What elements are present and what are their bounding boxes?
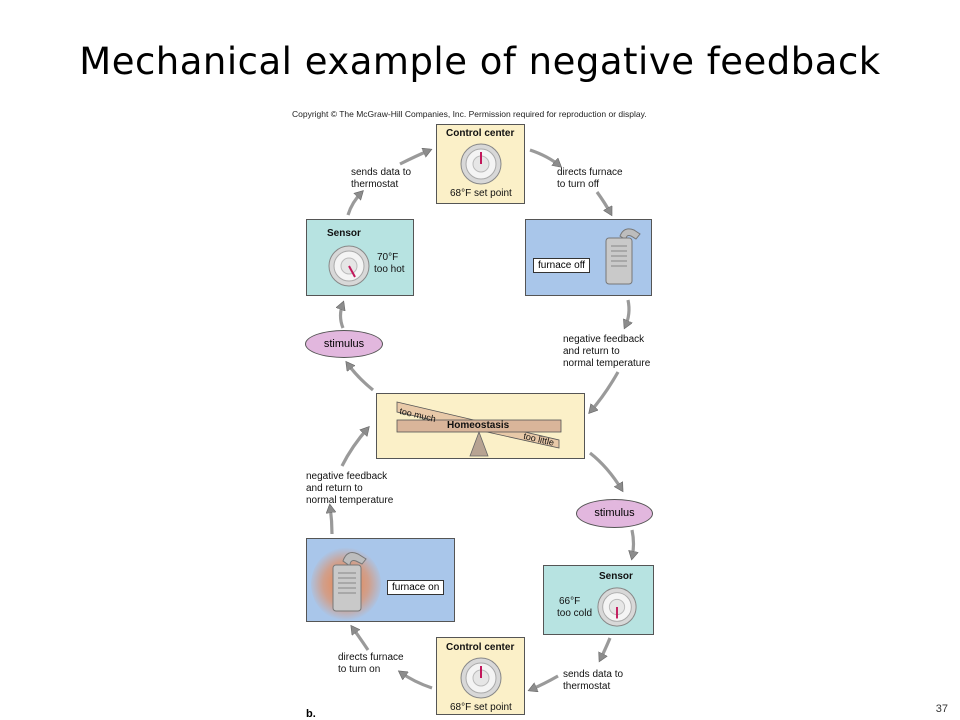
furnace-off-panel: furnace off [525,219,652,296]
arrow-sensor-to-control [346,192,362,216]
directs-on-1: directs furnace [338,652,404,663]
directs-on-2: to turn on [338,664,381,675]
thermostat-dial-icon [328,245,370,287]
neg-feedback-top-3: normal temperature [563,358,651,369]
neg-feedback-bottom-3: normal temperature [306,495,394,506]
sensor-bottom-reading: 66°F [559,596,581,607]
arrow-stimulus-to-sensor-bottom [632,529,634,558]
arrow-stimulus-to-sensor [341,303,344,329]
control-center-top: Control center 68°F set point [436,124,525,204]
figure-label: b. [306,708,316,720]
arrow-feedback-to-homeostasis [590,371,620,412]
directs-off-1: directs furnace [557,167,623,178]
sends-data-bottom-2: thermostat [563,681,611,692]
neg-feedback-bottom-1: negative feedback [306,471,388,482]
furnace-off-label: furnace off [533,258,591,273]
control-center-bottom: Control center 68°F set point [436,637,525,715]
sensor-top: Sensor 70°F too hot [306,219,414,296]
control-center-bottom-setpoint: 68°F set point [450,702,512,713]
homeostasis-panel: too much Homeostasis too little [376,393,585,459]
copyright-notice: Copyright © The McGraw-Hill Companies, I… [292,109,647,119]
homeostasis-label: Homeostasis [447,420,510,431]
sensor-bottom-title: Sensor [599,571,633,582]
arrow-directs-to-furnace-bottom [352,627,370,651]
sends-data-top-1: sends data to [351,167,412,178]
page-number: 37 [935,703,948,715]
directs-off-2: to turn off [557,179,600,190]
arrow-sends-to-control [399,150,430,166]
thermostat-dial-icon [597,587,637,627]
sensor-top-state: too hot [374,264,405,275]
sends-data-bottom-1: sends data to [563,669,624,680]
slide-title: Mechanical example of negative feedback [79,40,881,83]
control-center-bottom-title: Control center [446,642,515,653]
thermostat-dial-icon [460,143,502,185]
control-center-top-title: Control center [446,128,515,139]
homeostasis-balance [396,401,562,457]
furnace-icon [605,228,641,285]
sensor-top-title: Sensor [327,228,361,239]
stimulus-top: stimulus [305,330,383,358]
arrow-furnace-to-feedback [625,299,629,327]
neg-feedback-top-1: negative feedback [563,334,645,345]
neg-feedback-top-2: and return to [563,346,620,357]
arrow-sensor-to-sends [600,637,612,660]
thermostat-dial-icon [460,657,502,699]
control-center-top-setpoint: 68°F set point [450,188,512,199]
arrow-feedback-to-homeostasis-bottom [340,428,368,467]
arrow-sends-to-control-bottom [530,674,559,690]
arrow-directs-to-furnace [595,191,613,214]
furnace-on-panel: furnace on [306,538,455,622]
sensor-bottom: Sensor 66°F too cold [543,565,654,635]
sensor-top-reading: 70°F [377,252,399,263]
sends-data-top-2: thermostat [351,179,399,190]
arrow-homeostasis-to-stimulus-bottom [589,451,624,490]
stimulus-bottom: stimulus [576,499,653,528]
arrow-control-to-directs-bottom [400,672,433,690]
neg-feedback-bottom-2: and return to [306,483,363,494]
arrow-homeostasis-to-stimulus-top [347,363,374,392]
arrow-control-to-directs [529,148,560,166]
furnace-icon [332,552,367,612]
furnace-on-label: furnace on [387,580,445,595]
sensor-bottom-state: too cold [557,608,593,619]
arrow-furnace-to-feedback-bottom [330,506,332,535]
